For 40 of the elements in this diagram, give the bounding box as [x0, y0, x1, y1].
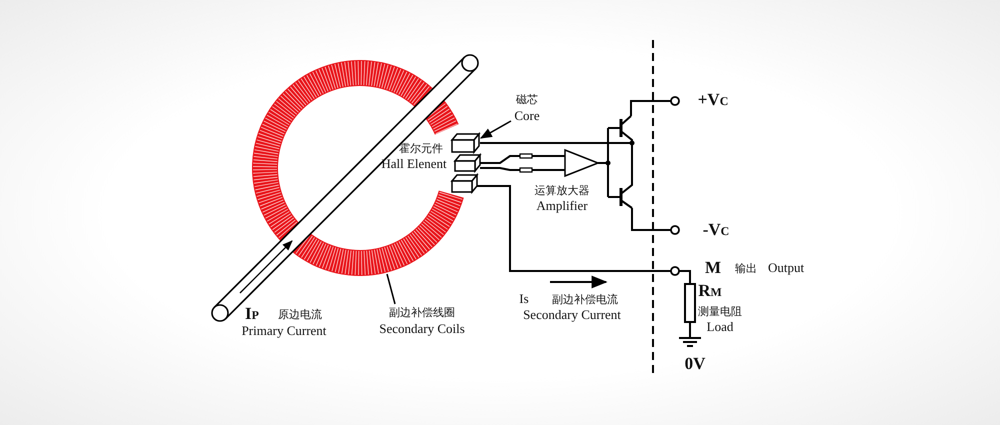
wire: [480, 142, 608, 144]
amplifier-symbol: [564, 148, 600, 178]
wire: [689, 322, 691, 338]
terminal: [670, 96, 680, 106]
ground-symbol: [678, 337, 702, 347]
wire: [679, 270, 691, 284]
wire: [631, 208, 671, 231]
core-label: 磁芯: [515, 92, 539, 108]
current-label: 原边电流: [278, 307, 322, 322]
leader-line: [480, 120, 512, 139]
coil-label: 副边补偿线圈: [388, 305, 456, 321]
core-label: Core: [514, 108, 540, 124]
wire: [598, 162, 608, 164]
part-label: 霍尔元件: [399, 141, 443, 156]
current-label: Is: [519, 291, 529, 306]
transistor-pair-symbol: [606, 115, 634, 209]
part-label: Amplifier: [536, 198, 588, 213]
terminal: [670, 225, 680, 235]
wire: [477, 185, 671, 272]
current-label: Primary Current: [242, 323, 326, 338]
resistor-symbol: [684, 283, 696, 323]
core-block: [450, 172, 479, 194]
hall-element-block: [453, 152, 482, 174]
current-label: Secondary Current: [523, 307, 621, 322]
part-label: 运算放大器: [534, 183, 590, 198]
leader-line: [386, 274, 396, 304]
ground-label: 0V: [684, 355, 706, 373]
terminal-label: M: [704, 259, 722, 277]
current-label: 副边补偿电流: [552, 292, 618, 307]
terminal: [670, 266, 680, 276]
resistor-label: Load: [706, 319, 734, 334]
resistor-label: 测量电阻: [698, 304, 742, 319]
wire: [480, 155, 565, 164]
terminal-label: 输出: [735, 261, 757, 276]
wire: [630, 100, 671, 116]
wire: [480, 167, 565, 171]
coil-label: Secondary Coils: [379, 321, 465, 337]
part-label: Hall Elenent: [381, 156, 447, 171]
terminal-label: Output: [768, 260, 804, 275]
core-block: [450, 132, 481, 154]
